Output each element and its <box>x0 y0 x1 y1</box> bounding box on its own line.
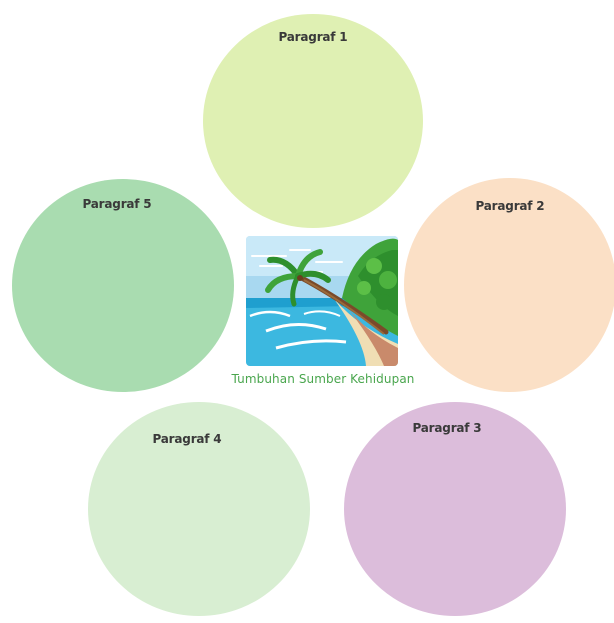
paragraph-5-label: Paragraf 5 <box>82 197 152 211</box>
center-caption: Tumbuhan Sumber Kehidupan <box>231 372 415 386</box>
paragraph-2-circle: Paragraf 2 <box>404 178 614 392</box>
paragraph-4-circle: Paragraf 4 <box>88 402 310 616</box>
paragraph-3-label: Paragraf 3 <box>412 421 482 435</box>
paragraph-5-circle: Paragraf 5 <box>12 179 234 392</box>
beach-palm-tree-illustration <box>246 236 398 366</box>
paragraph-3-circle: Paragraf 3 <box>344 402 566 616</box>
paragraph-4-label: Paragraf 4 <box>152 432 222 446</box>
paragraph-1-label: Paragraf 1 <box>278 30 348 44</box>
paragraph-2-label: Paragraf 2 <box>475 199 545 213</box>
paragraph-1-circle: Paragraf 1 <box>203 14 423 228</box>
